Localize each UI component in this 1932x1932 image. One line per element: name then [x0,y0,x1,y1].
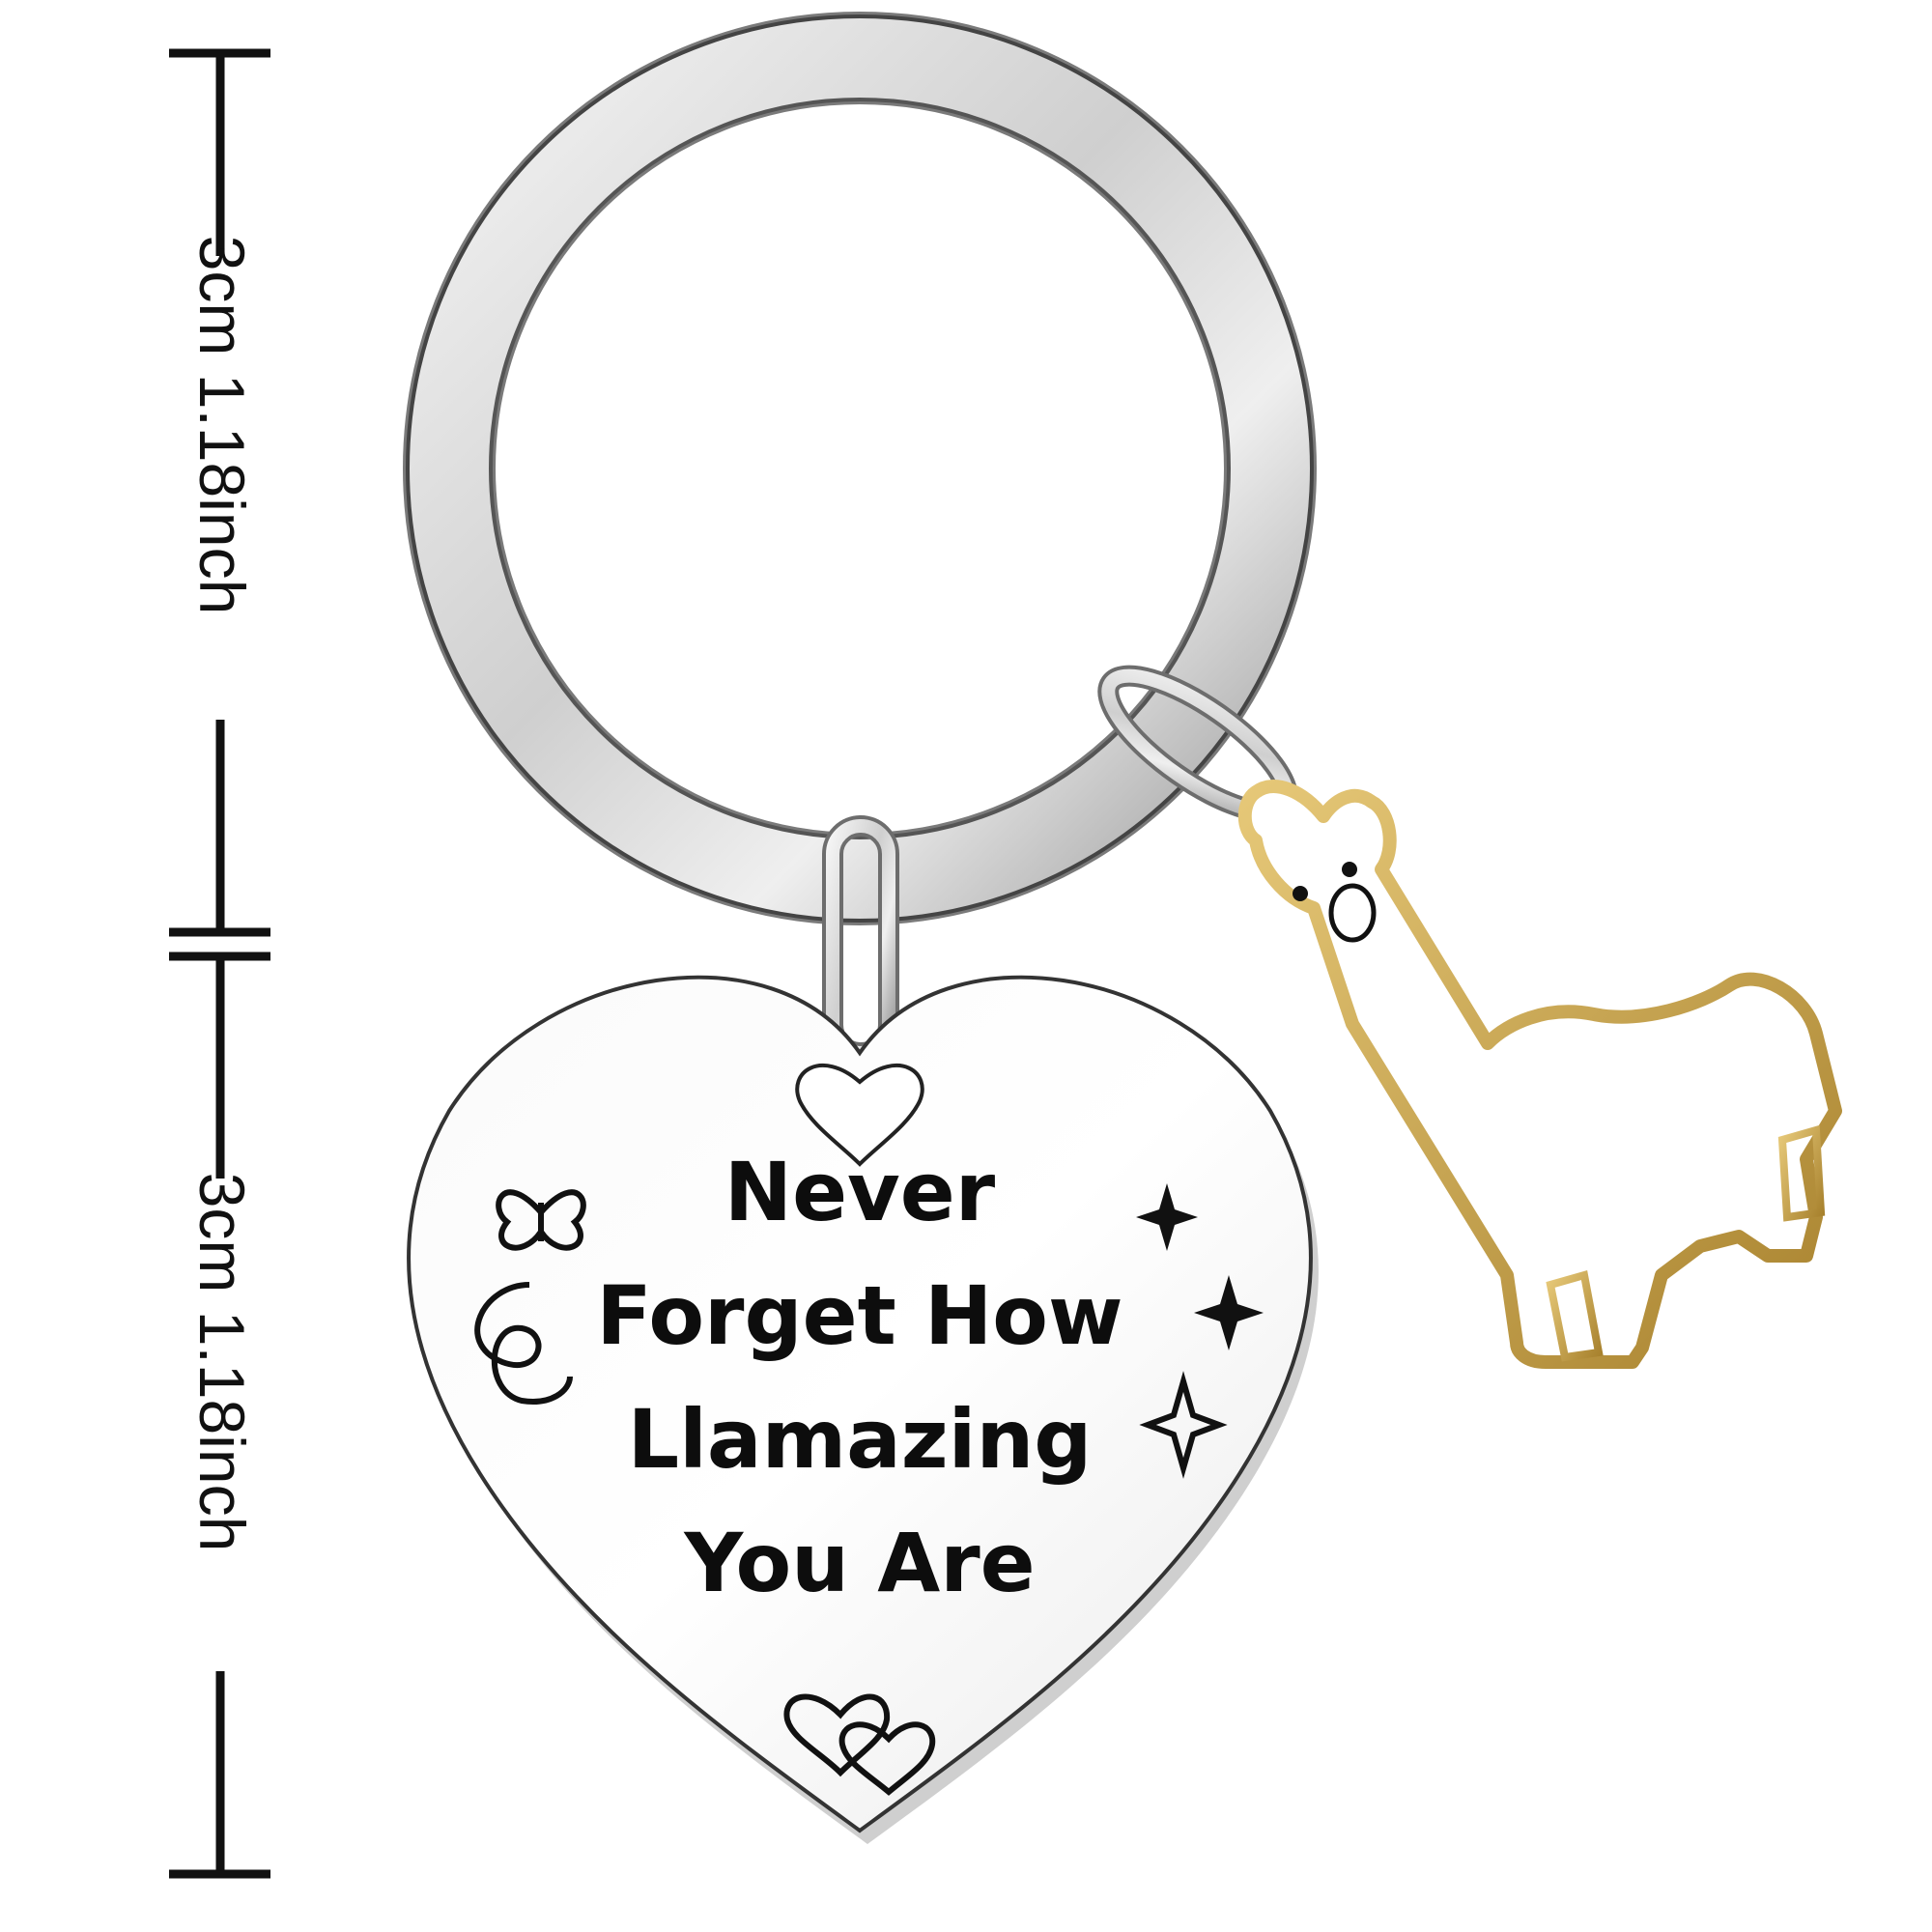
sparkle-icon [1136,1183,1264,1350]
dimension-label-top: 3cm 1.18inch [186,235,258,615]
double-heart-icon [783,1693,936,1796]
swirl-icon [474,1282,573,1405]
pendant-engraving: Never Forget How Llamazing You Are [541,1130,1179,1625]
engraving-line: Llamazing [627,1392,1093,1487]
butterfly-icon [496,1189,586,1251]
engraving-line: You Are [684,1516,1036,1610]
key-ring [403,12,1317,925]
dimension-marker-bottom [169,952,270,1879]
heart-pendant [407,975,1319,1844]
sparkle-outline-icon [1139,1371,1228,1479]
dimension-label-bottom: 3cm 1.18inch [186,1172,258,1552]
engraving-line: Never [724,1145,996,1239]
llama-charm-icon [1237,780,1842,1369]
dimension-marker-top [169,48,270,937]
engraving-line: Forget How [596,1268,1123,1363]
